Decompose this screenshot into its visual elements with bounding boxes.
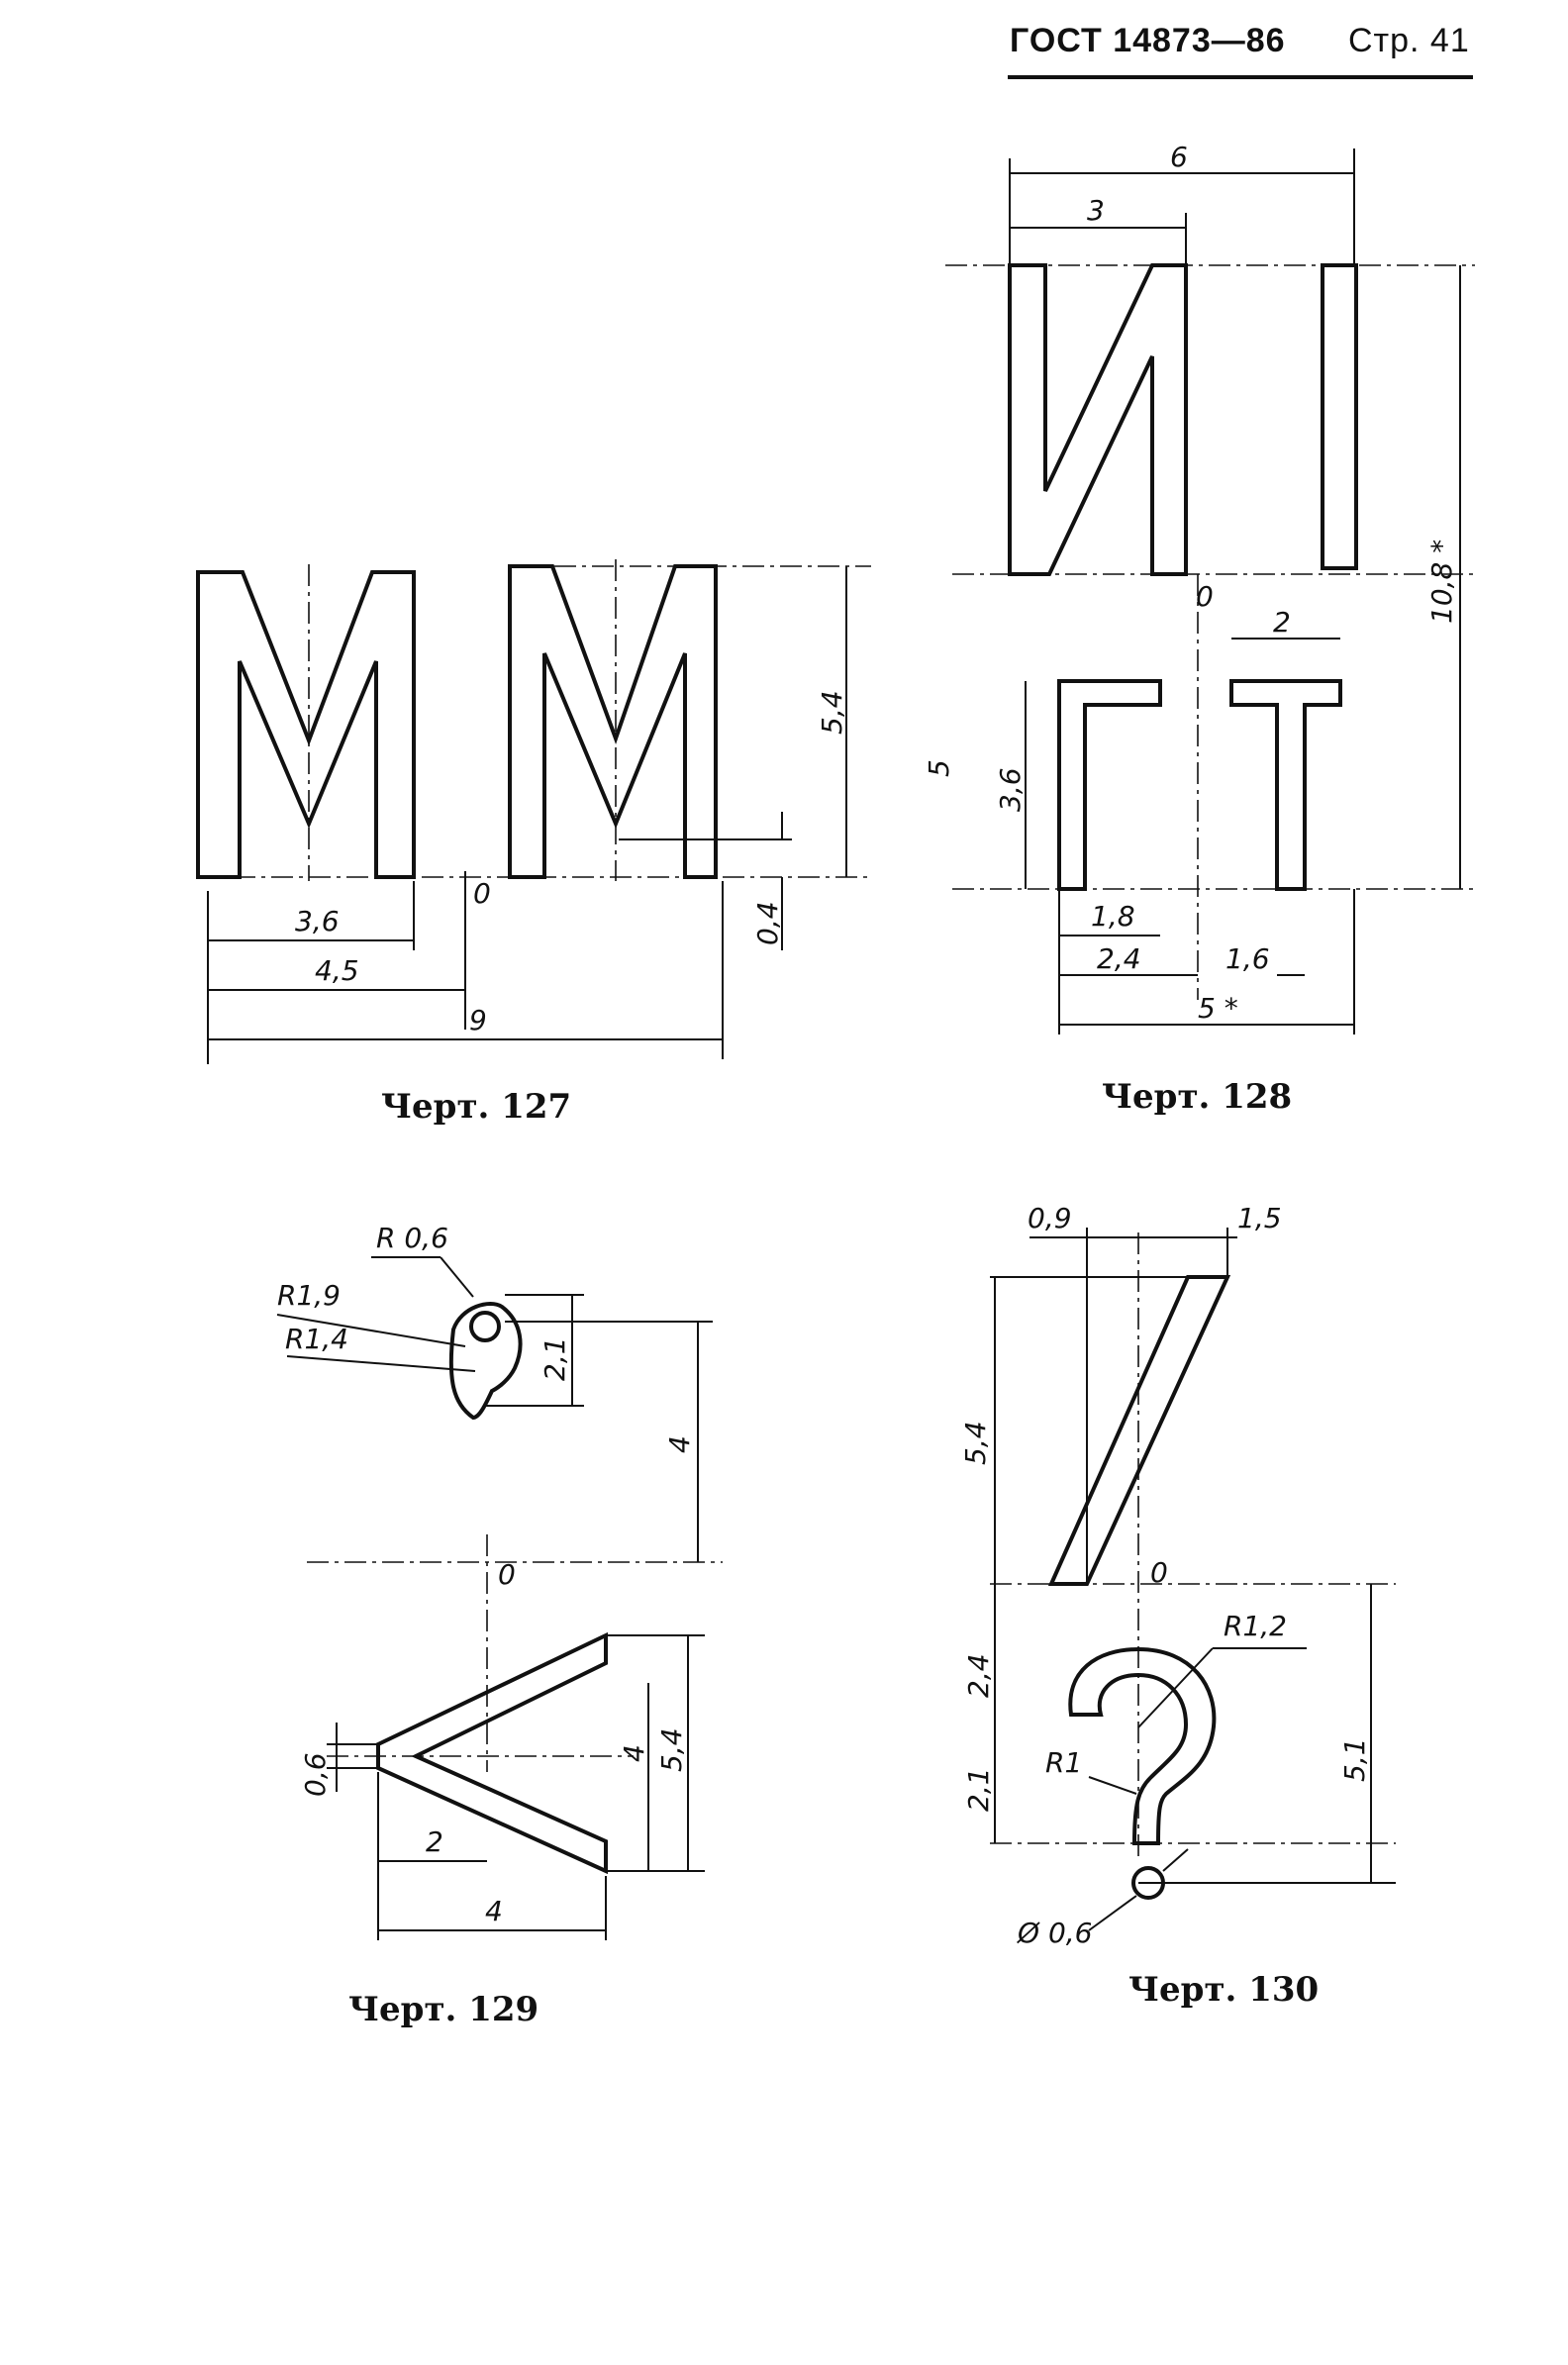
letter-m-left [196, 570, 416, 879]
dim-129-h-angle: 5,4 [655, 1727, 688, 1772]
figure-127: 3,6 4,5 9 0 5,4 0,4 [196, 559, 871, 1064]
dim-128-w-p-inner: 1,8 [1091, 900, 1135, 933]
dim-129-origin: 0 [498, 1558, 516, 1591]
dim-130-r-hook: R1,2 [1224, 1610, 1287, 1642]
page-number: Стр. 41 [1348, 22, 1470, 59]
caption-130: Черт. 130 [1128, 1970, 1320, 2010]
dim-129-r1: R 0,6 [376, 1222, 448, 1254]
figure-129: R 0,6 R1,9 R1,4 2,1 4 0 5,4 4 0,6 2 4 [276, 1222, 723, 1940]
dim-129-w-half: 2 [426, 1825, 443, 1858]
letter-i-lat [1321, 263, 1358, 570]
letter-m-right [508, 564, 718, 879]
less-than-sign [376, 1631, 608, 1875]
dim-127-w-inner: 3,6 [295, 905, 340, 937]
dim-129-w-full: 4 [485, 1895, 503, 1927]
dim-129-h-angle-half: 4 [618, 1744, 650, 1762]
dim-129-h-comma: 2,1 [539, 1336, 571, 1381]
dim-130-h-lower: 2,1 [962, 1767, 995, 1812]
caption-128: Черт. 128 [1102, 1077, 1293, 1117]
dim-130-origin: 0 [1150, 1556, 1168, 1589]
dim-129-h-to-base: 4 [663, 1435, 696, 1453]
dim-128-w-p: 2,4 [1097, 942, 1141, 975]
dim-130-h-upper: 2,4 [962, 1653, 995, 1698]
dim-129-r2: R1,9 [277, 1279, 341, 1312]
letter-i-cyr [1008, 263, 1188, 576]
dim-130-r-inner: R1 [1045, 1746, 1082, 1779]
dim-129-t-stroke: 0,6 [299, 1752, 332, 1797]
dim-129-r3: R1,4 [285, 1323, 348, 1355]
dim-128-h-total: 10,8 * [1425, 540, 1458, 624]
dim-130-h-total: 5,1 [1338, 1737, 1371, 1782]
dim-127-origin: 0 [473, 877, 491, 910]
dim-128-gap: 0 [1196, 580, 1214, 613]
dim-128-w-total-top: 6 [1170, 141, 1188, 173]
dim-128-h-p: 3,6 [994, 767, 1027, 812]
slash-shape [1047, 1275, 1231, 1586]
dim-130-w-right: 1,5 [1237, 1202, 1282, 1234]
dim-127-h-letter: 5,4 [816, 690, 848, 735]
dim-130-w-left: 0,9 [1028, 1202, 1072, 1234]
header-rule [1008, 75, 1473, 79]
letter-pe [1057, 679, 1162, 891]
caption-129: Черт. 129 [348, 1990, 539, 2029]
figure-130: 0,9 1,5 5,4 0 R1,2 R1 2,4 2,1 5,1 Ø 0,6 [959, 1202, 1396, 1949]
dim-127-w-total: 9 [469, 1004, 487, 1036]
dim-127-w-half: 4,5 [315, 954, 359, 987]
caption-127: Черт. 127 [381, 1087, 572, 1127]
dim-128-w-half-top: 3 [1087, 194, 1105, 227]
dim-128-w-total-bottom: 5 * [1198, 992, 1238, 1025]
dim-128-w-t-bar: 2 [1273, 606, 1291, 639]
letter-te [1229, 679, 1342, 891]
figure-128: 6 3 10,8 * 0 2 3,6 5 1,8 2,4 1,6 5 * [923, 141, 1475, 1035]
dim-128-w-t-stem: 1,6 [1225, 942, 1270, 975]
dim-130-h-slash: 5,4 [959, 1421, 992, 1465]
standard-number: ГОСТ 14873—86 [1010, 22, 1286, 59]
dim-130-dot: Ø 0,6 [1017, 1917, 1092, 1949]
dim-127-h-offset: 0,4 [751, 901, 784, 945]
question-mark-hook [1068, 1646, 1217, 1845]
dim-128-h-left: 5 [923, 759, 955, 777]
